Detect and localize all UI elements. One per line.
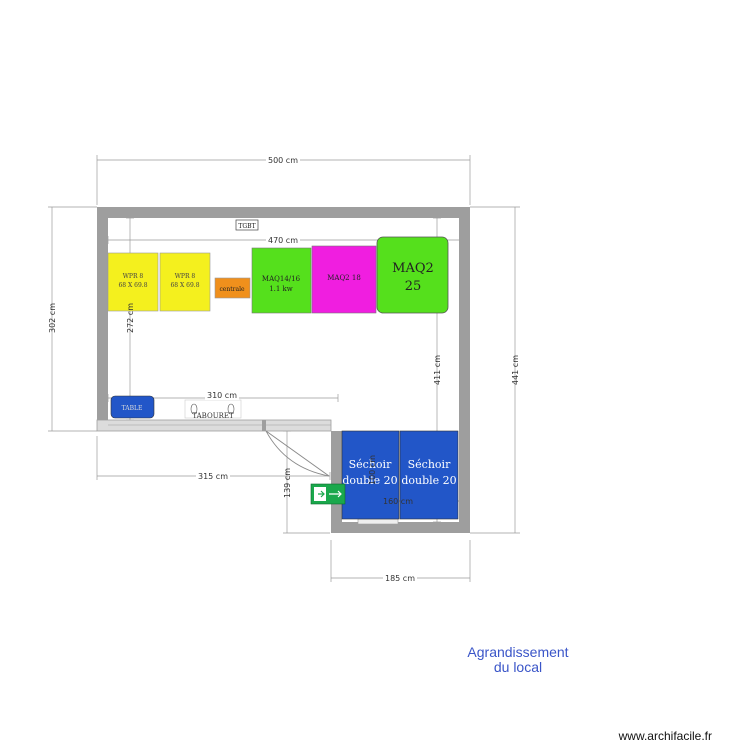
sechoir-1: Séchoir double 20 [341, 430, 400, 520]
svg-text:double 20: double 20 [342, 474, 397, 487]
wpr-machine-2: WPR 8 68 X 69.8 [159, 252, 211, 312]
wpr-machine-1: WPR 8 68 X 69.8 [107, 252, 159, 312]
svg-text:centrale: centrale [219, 286, 245, 293]
svg-text:MAQ2: MAQ2 [392, 261, 434, 276]
sechoir-2: Séchoir double 20 [399, 430, 459, 520]
svg-text:500 cm: 500 cm [268, 156, 298, 165]
svg-text:WPR 8: WPR 8 [175, 273, 196, 280]
svg-text:160 cm: 160 cm [383, 497, 413, 506]
table: TABLE [110, 395, 155, 419]
exit-sign-icon [310, 483, 346, 505]
svg-text:185 cm: 185 cm [385, 574, 415, 583]
svg-text:MAQ14/16: MAQ14/16 [262, 275, 301, 283]
plan-caption: Agrandissement du local [467, 644, 568, 675]
svg-text:double 20: double 20 [401, 474, 456, 487]
maq2-25-machine: MAQ2 25 [376, 236, 449, 314]
svg-text:TABOURET: TABOURET [192, 412, 234, 420]
svg-text:68 X 69.8: 68 X 69.8 [170, 282, 199, 289]
tgbt-panel: TGBT [235, 219, 259, 231]
site-credit: www.archifacile.fr [618, 729, 712, 743]
svg-text:310 cm: 310 cm [207, 391, 237, 400]
svg-text:139 cm: 139 cm [283, 468, 292, 498]
svg-text:TABLE: TABLE [122, 405, 143, 412]
dimension-labels: 500 cm 470 cm 302 cm 272 cm 441 cm 411 c… [48, 156, 520, 583]
svg-text:441 cm: 441 cm [511, 355, 520, 385]
svg-text:100 cm: 100 cm [368, 455, 377, 485]
tabouret: TABOURET [184, 399, 242, 420]
svg-text:315 cm: 315 cm [198, 472, 228, 481]
door [265, 430, 330, 477]
svg-text:du local: du local [494, 659, 542, 675]
maq14-machine: MAQ14/16 1.1 kw [251, 247, 312, 314]
svg-text:WPR 8: WPR 8 [123, 273, 144, 280]
svg-text:25: 25 [405, 279, 422, 294]
svg-text:TGBT: TGBT [238, 223, 255, 230]
svg-text:Agrandissement: Agrandissement [467, 644, 568, 660]
svg-text:Séchoir: Séchoir [349, 458, 392, 471]
centrale-unit: centrale [214, 277, 251, 299]
svg-text:1.1 kw: 1.1 kw [269, 285, 293, 293]
svg-text:MAQ2 18: MAQ2 18 [327, 274, 361, 282]
svg-text:302 cm: 302 cm [48, 303, 57, 333]
svg-text:411 cm: 411 cm [433, 355, 442, 385]
svg-text:470 cm: 470 cm [268, 236, 298, 245]
svg-text:Séchoir: Séchoir [408, 458, 451, 471]
maq2-18-machine: MAQ2 18 [311, 245, 377, 314]
svg-text:272 cm: 272 cm [126, 303, 135, 333]
svg-text:68 X 69.8: 68 X 69.8 [118, 282, 147, 289]
walls [96, 207, 470, 533]
